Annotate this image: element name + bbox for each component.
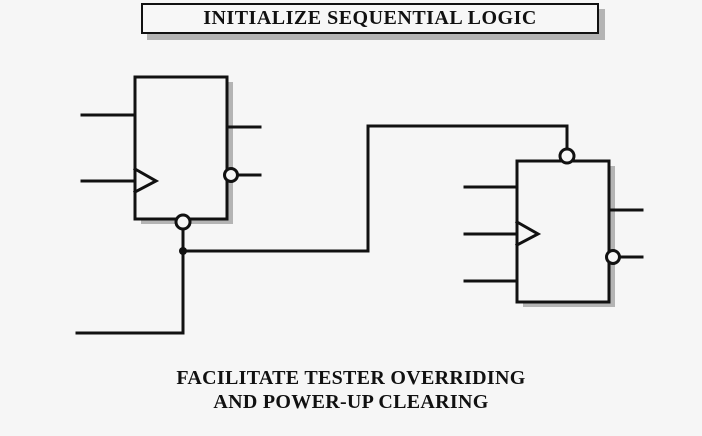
ff1-clear-bubble [174, 213, 192, 231]
ff2-preset-bubble [558, 147, 576, 165]
caption-line-1: FACILITATE TESTER OVERRIDING [176, 367, 526, 389]
diagram-title: INITIALIZE SEQUENTIAL LOGIC [203, 7, 537, 29]
ff2-output-qbar-bubble [605, 249, 621, 265]
clear-net-to-ff2 [181, 124, 569, 253]
ff2-clock-triangle [514, 219, 542, 248]
caption: FACILITATE TESTER OVERRIDING AND POWER-U… [0, 366, 702, 414]
ff1-clock-triangle [132, 166, 160, 195]
ff1-output-qbar-bubble [223, 167, 239, 183]
title-box: INITIALIZE SEQUENTIAL LOGIC [141, 3, 599, 34]
caption-line-2: AND POWER-UP CLEARING [213, 391, 489, 413]
junction-dot [179, 247, 187, 255]
circuit-diagram [75, 75, 644, 335]
flip-flop-1-body [133, 75, 229, 221]
